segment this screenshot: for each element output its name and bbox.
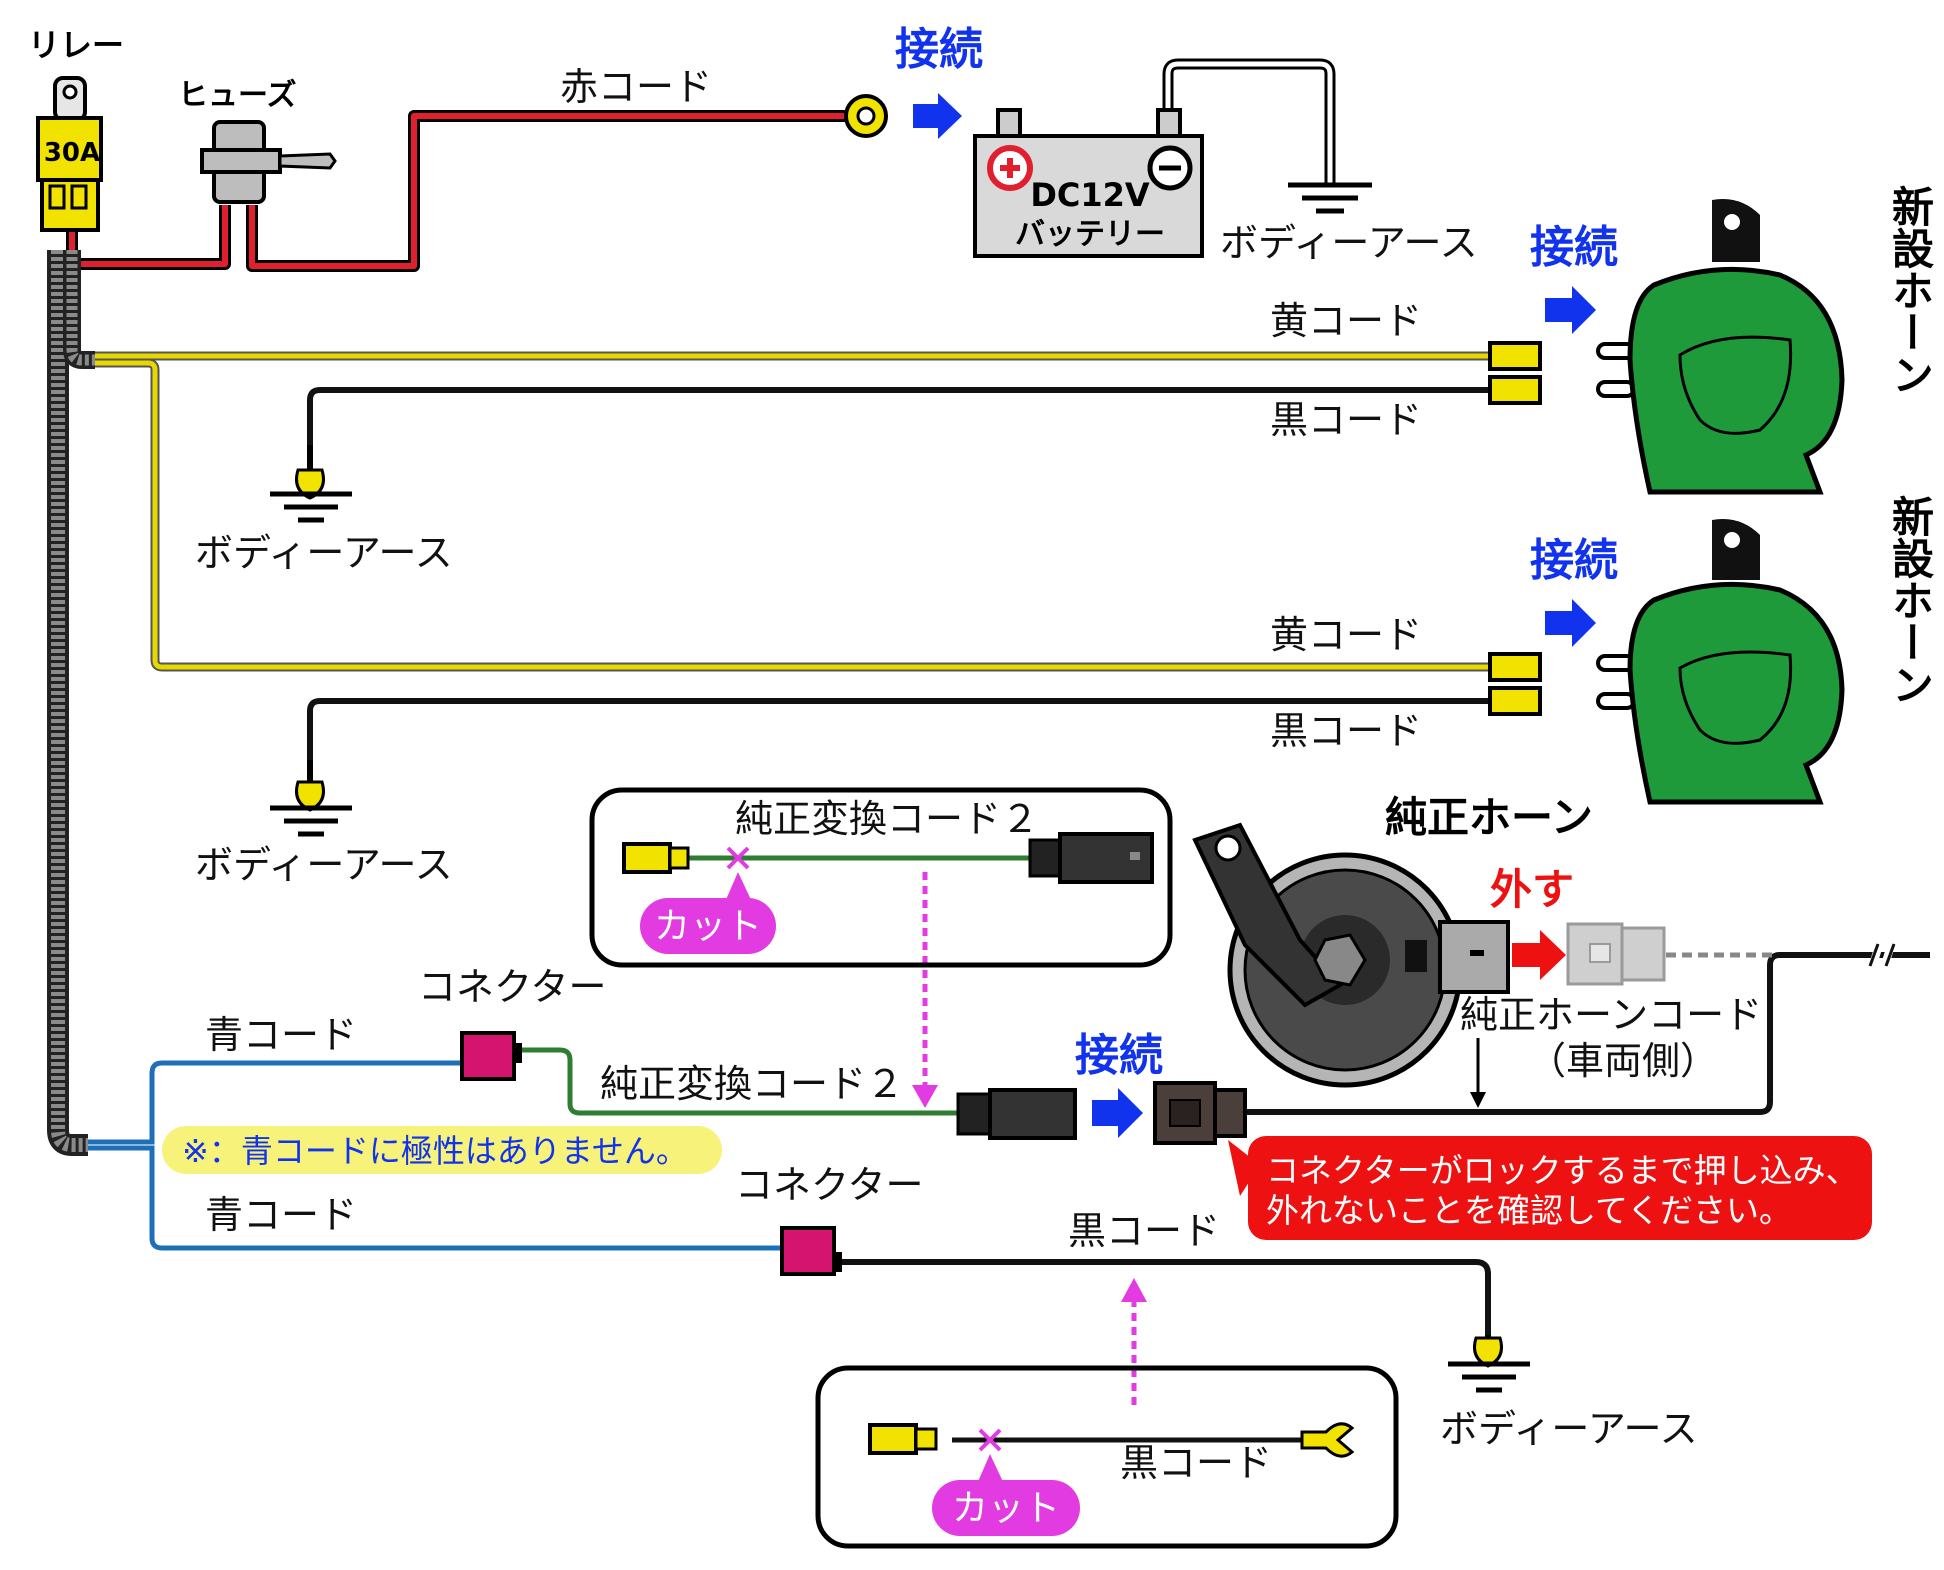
battery-name: バッテリー	[1015, 217, 1165, 252]
body-earth-label-3: ボディーアース	[1440, 1407, 1698, 1451]
lock-note-line1: コネクターがロックするまで押し込み、	[1266, 1151, 1859, 1190]
spade-terminal-2	[1488, 652, 1542, 716]
black-connector-male	[956, 1088, 1077, 1140]
body-earth-label-battery: ボディーアース	[1220, 221, 1478, 265]
ground-terminal-2	[270, 760, 352, 837]
yellow-cord-label-1: 黄コード	[1270, 299, 1422, 343]
dark-connector-female	[1153, 1081, 1247, 1145]
blue-cord-wire	[88, 1060, 790, 1251]
new-horn-label-2: 新設ホーン	[1886, 495, 1935, 705]
connect-label-conversion: 接続	[1075, 1030, 1163, 1081]
remove-arrow	[1512, 930, 1566, 980]
connect-label-battery: 接続	[895, 24, 983, 75]
black-cord-wire	[307, 387, 1496, 760]
vehicle-side-label: （車両側）	[1528, 1039, 1718, 1083]
cut-label-2: カット	[952, 1488, 1060, 1529]
relay-label: リレー	[28, 26, 124, 64]
cut-mark-icon-1	[726, 846, 750, 870]
pink-connector-2	[780, 1226, 842, 1276]
cut-label-1: カット	[654, 906, 762, 947]
cut-pointer-2	[977, 1454, 1004, 1484]
magenta-arrowhead-down	[912, 1085, 938, 1108]
black-cord-label-3: 黒コード	[1068, 1209, 1220, 1253]
magenta-arrowhead-up	[1121, 1278, 1147, 1302]
battery-voltage: DC12V	[1030, 176, 1150, 214]
blue-cord-label-2: 青コード	[205, 1193, 357, 1237]
cut-badge-1	[640, 898, 776, 954]
oem-horn-label: 純正ホーン	[1385, 793, 1593, 842]
body-earth-label-2: ボディーアース	[195, 843, 453, 887]
magenta-guide-arrow	[922, 872, 1137, 1405]
fork-terminal	[1300, 1422, 1355, 1458]
connect-label-horn-1: 接続	[1530, 222, 1618, 273]
plus-icon	[987, 145, 1033, 191]
spade-terminal-1	[1488, 341, 1542, 405]
ring-terminal	[844, 94, 888, 138]
polarity-note-bg	[162, 1126, 722, 1174]
remove-label: 外す	[1490, 865, 1574, 914]
lock-note-pointer	[1228, 1140, 1260, 1196]
body-earth-label-1: ボディーアース	[195, 531, 453, 575]
new-horn-1	[1627, 199, 1845, 495]
oem-horn-cord-label: 純正ホーンコード	[1460, 993, 1762, 1037]
yellow-cord-label-2: 黄コード	[1270, 613, 1422, 657]
connector-label-2: コネクター	[735, 1163, 923, 1207]
polarity-note: ※：青コードに極性はありません。	[182, 1132, 688, 1170]
fuse-holder	[200, 120, 337, 204]
removed-connector-ghost	[1566, 922, 1666, 986]
connect-label-horn-2: 接続	[1530, 535, 1618, 586]
lock-note-bg	[1248, 1136, 1872, 1240]
pink-connector-1	[460, 1031, 522, 1081]
minus-icon	[1147, 145, 1193, 191]
battery-ground-wire	[1162, 58, 1336, 185]
oem-horn-connector	[1405, 920, 1510, 994]
oem-harness-wire	[1245, 940, 1930, 1115]
cut-pointer-1	[725, 872, 752, 902]
connect-arrow-conversion	[1092, 1088, 1143, 1138]
yellow-cord-wire	[95, 351, 1496, 672]
fuse-label: ヒューズ	[178, 78, 297, 113]
new-horn-label-1: 新設ホーン	[1886, 185, 1935, 395]
horn-terminals-1	[1596, 342, 1636, 398]
red-cord-wire	[66, 110, 858, 272]
black-cord-label-1: 黒コード	[1270, 398, 1422, 442]
blue-cord-label-1: 青コード	[205, 1013, 357, 1057]
relay-rating: 30A	[44, 138, 100, 168]
oem-cord-pointer-head	[1470, 1092, 1486, 1108]
relay	[36, 76, 103, 232]
black-connector-box-1	[1028, 832, 1154, 884]
connector-label-1: コネクター	[418, 965, 606, 1009]
lock-note-line2: 外れないことを確認してください。	[1266, 1191, 1792, 1230]
red-cord-label: 赤コード	[560, 65, 712, 109]
ground-symbol-battery	[1288, 182, 1372, 214]
yellow-terminal-box-2	[868, 1423, 938, 1455]
black-cord-label-2: 黒コード	[1270, 709, 1422, 753]
conversion-cord-box	[589, 787, 1173, 968]
conversion-cord-label: 純正変換コード２	[600, 1062, 904, 1106]
connect-arrow-horn-1	[1545, 286, 1596, 334]
conversion-cord-wire	[521, 855, 1030, 1116]
cut-badge-2	[932, 1480, 1080, 1536]
new-horn-2	[1627, 519, 1845, 805]
ground-terminal-3	[1448, 1335, 1530, 1393]
black-cord-box	[815, 1365, 1399, 1549]
black-cord-label-box: 黒コード	[1120, 1441, 1272, 1485]
ground-terminal-1	[270, 445, 352, 523]
cut-mark-icon-2	[978, 1428, 1002, 1452]
black-cord-ground-wire	[840, 1259, 1491, 1335]
yellow-terminal-box-1	[622, 842, 690, 874]
connect-arrow	[913, 93, 962, 139]
connect-arrow-horn-2	[1545, 599, 1596, 647]
conversion-cord-label-box: 純正変換コード２	[735, 797, 1039, 841]
wire-harness-tube	[47, 250, 95, 1156]
